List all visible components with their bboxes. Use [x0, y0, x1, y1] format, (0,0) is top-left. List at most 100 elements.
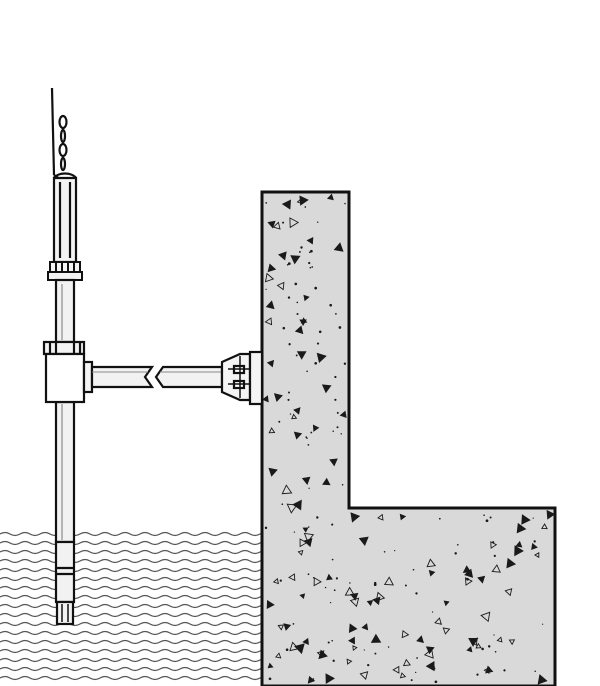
water-wave-line [0, 648, 281, 654]
aggregate-speck [374, 652, 377, 655]
aggregate-speck [267, 662, 274, 669]
aggregate-speck [485, 665, 494, 674]
aggregate-speck [454, 552, 457, 555]
aggregate-speck [340, 433, 342, 435]
aggregate-speck [402, 658, 411, 667]
aggregate-speck [285, 626, 288, 629]
aggregate-speck [299, 593, 306, 600]
pipe-upper [54, 278, 76, 344]
aggregate-speck [534, 670, 536, 673]
water-wave-line [0, 621, 281, 627]
aggregate-speck [363, 649, 365, 651]
aggregate-speck [425, 646, 435, 655]
chain-link [59, 156, 67, 172]
aggregate-speck [272, 577, 279, 585]
aggregate-speck [303, 537, 313, 548]
aggregate-speck [515, 540, 523, 548]
aggregate-speck [370, 633, 382, 643]
aggregate-speck [286, 263, 289, 266]
aggregate-speck [299, 319, 307, 327]
aggregate-speck [434, 680, 438, 684]
aggregate-speck [298, 250, 301, 253]
aggregate-speck [332, 430, 334, 432]
aggregate-speck [350, 512, 361, 523]
aggregate-speck [306, 437, 308, 439]
aggregate-speck [401, 629, 410, 639]
water-wave-line [0, 675, 281, 681]
aggregate-speck [288, 573, 296, 582]
aggregate-speck [306, 236, 314, 245]
aggregate-speck [493, 554, 496, 558]
aggregate-speck [343, 362, 347, 365]
aggregate-speck [307, 526, 310, 528]
aggregate-speck [281, 484, 293, 495]
aggregate-speck [296, 301, 299, 304]
aggregate-speck [267, 220, 276, 229]
aggregate-speck [410, 679, 413, 682]
chain-link [58, 114, 68, 130]
aggregate-speck [265, 300, 275, 310]
aggregate-speck [272, 221, 281, 230]
aggregate-speck [316, 342, 320, 345]
aggregate-speck [412, 568, 415, 571]
aggregate-speck [415, 671, 417, 674]
aggregate-speck [307, 444, 310, 446]
aggregate-speck [399, 672, 407, 679]
aggregate-speck [423, 648, 434, 659]
aggregate-speck [262, 395, 269, 403]
chain-link [58, 142, 68, 158]
aggregate-speck [373, 583, 377, 587]
aggregate-speck [303, 294, 310, 302]
aggregate-speck [341, 484, 344, 486]
aggregate-speck [489, 516, 492, 519]
guard-collar [47, 261, 83, 281]
aggregate-speck [316, 352, 327, 364]
aggregate-speck [264, 317, 273, 326]
water-wave-line [0, 612, 281, 618]
aggregate-speck [383, 551, 386, 553]
aggregate-speck [415, 592, 418, 595]
aggregate-speck [399, 513, 407, 521]
aggregate-speck [326, 573, 333, 581]
aggregate-speck [331, 523, 334, 526]
aggregate-speck [289, 413, 292, 415]
aggregate-speck [516, 522, 527, 534]
aggregate-speck [308, 261, 311, 265]
aggregate-speck [494, 650, 497, 653]
aggregate-speck [404, 584, 407, 587]
aggregate-speck [431, 611, 434, 613]
aggregate-speck [338, 326, 342, 329]
aggregate-speck [481, 647, 484, 651]
aggregate-speck [332, 659, 335, 662]
aggregate-speck [349, 582, 351, 584]
water-wave-line [0, 540, 281, 546]
aggregate-speck [307, 573, 310, 576]
aggregate-speck [282, 221, 285, 224]
water-wave-line [0, 630, 281, 636]
aggregate-speck [322, 477, 331, 486]
aggregate-speck [443, 600, 450, 607]
wall-bracket [220, 350, 264, 406]
aggregate-speck [267, 263, 277, 273]
aggregate-speck [434, 617, 442, 625]
aggregate-speck [283, 623, 292, 631]
aggregate-speck [302, 637, 309, 646]
aggregate-speck [288, 391, 290, 394]
submersible-pump [54, 540, 76, 626]
water-waves-icon [0, 531, 281, 681]
aggregate-speck [277, 624, 285, 631]
aggregate-speck [294, 643, 305, 655]
aggregate-speck [491, 564, 501, 573]
aggregate-speck [428, 569, 436, 577]
aggregate-speck [299, 538, 308, 548]
aggregate-speck [316, 221, 319, 223]
aggregate-speck [466, 646, 473, 653]
aggregate-speck [335, 313, 337, 315]
aggregate-speck [493, 634, 495, 636]
aggregate-speck [475, 642, 482, 649]
aggregate-speck [333, 589, 336, 592]
aggregate-speck [503, 669, 506, 672]
aggregate-speck [281, 503, 284, 506]
aggregate-speck [331, 558, 334, 561]
aggregate-speck [310, 431, 313, 434]
